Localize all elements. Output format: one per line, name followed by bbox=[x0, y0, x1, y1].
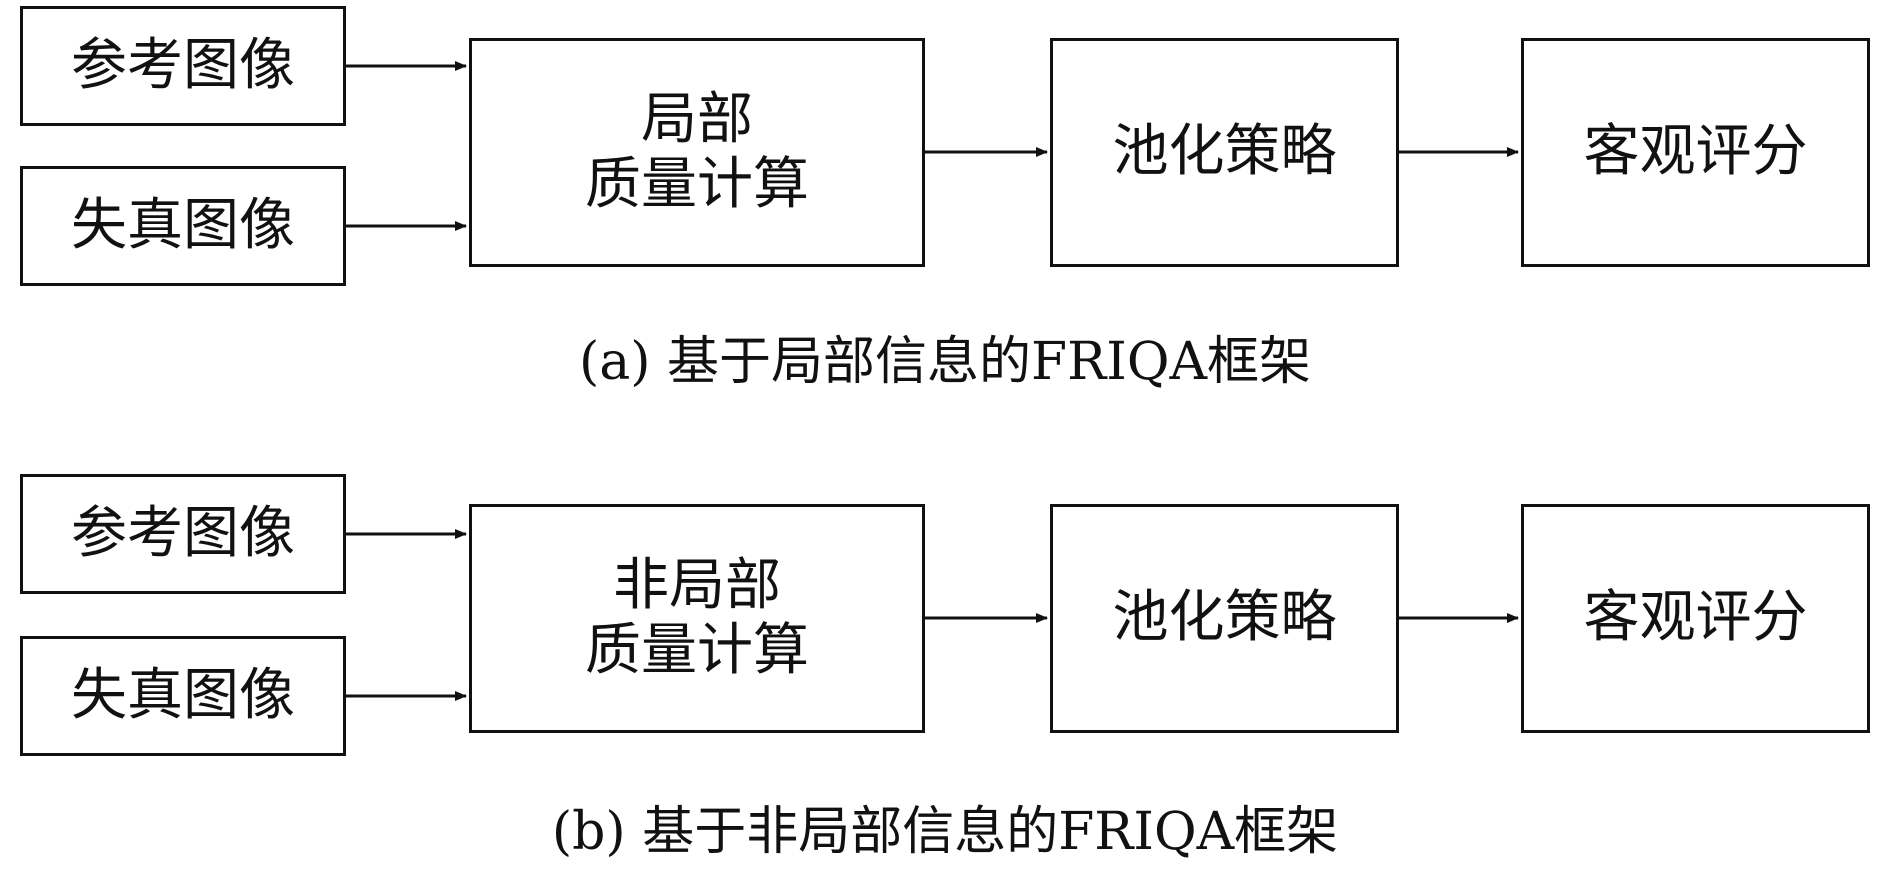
reference-image-label: 参考图像 bbox=[71, 500, 295, 566]
distorted-image-label: 失真图像 bbox=[71, 662, 295, 728]
objective-score-box: 客观评分 bbox=[1521, 38, 1870, 267]
pooling-strategy-label: 池化策略 bbox=[1112, 119, 1337, 185]
caption-b: (b) 基于非局部信息的FRIQA框架 bbox=[551, 802, 1339, 862]
reference-image-label: 参考图像 bbox=[71, 32, 295, 98]
distorted-image-box: 失真图像 bbox=[20, 636, 346, 756]
distorted-image-label: 失真图像 bbox=[71, 192, 295, 258]
nonlocal-quality-line1: 非局部 bbox=[613, 553, 781, 619]
objective-score-label: 客观评分 bbox=[1583, 585, 1808, 651]
local-quality-line1: 局部 bbox=[641, 87, 753, 153]
reference-image-box: 参考图像 bbox=[20, 6, 346, 126]
nonlocal-quality-box: 非局部 质量计算 bbox=[469, 504, 925, 733]
local-quality-line2: 质量计算 bbox=[585, 151, 809, 217]
distorted-image-box: 失真图像 bbox=[20, 166, 346, 286]
reference-image-box: 参考图像 bbox=[20, 474, 346, 594]
pooling-strategy-label: 池化策略 bbox=[1112, 585, 1337, 651]
nonlocal-quality-line2: 质量计算 bbox=[585, 617, 809, 683]
caption-a: (a) 基于局部信息的FRIQA框架 bbox=[578, 332, 1312, 392]
objective-score-box: 客观评分 bbox=[1521, 504, 1870, 733]
objective-score-label: 客观评分 bbox=[1583, 119, 1808, 185]
pooling-strategy-box: 池化策略 bbox=[1050, 38, 1399, 267]
local-quality-box: 局部 质量计算 bbox=[469, 38, 925, 267]
pooling-strategy-box: 池化策略 bbox=[1050, 504, 1399, 733]
